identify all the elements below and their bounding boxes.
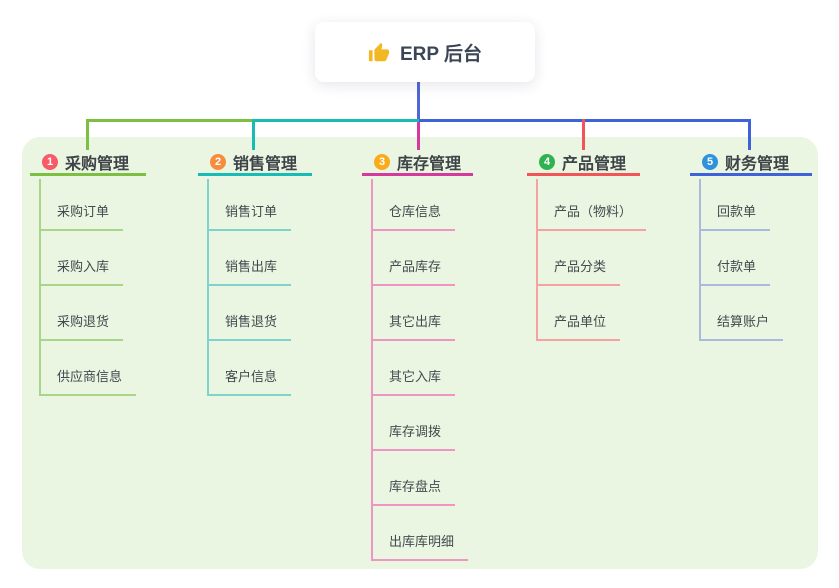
drop-edge-teal [252, 119, 255, 150]
branch-badge-5: 5 [702, 153, 718, 170]
drop-edge-red [582, 119, 585, 150]
mindmap-child-node[interactable]: 结算账户 [699, 313, 784, 341]
mindmap-child-node[interactable]: 采购退货 [39, 313, 124, 341]
mindmap-child-node[interactable]: 库存盘点 [371, 478, 456, 506]
branch-child-connector [207, 179, 209, 396]
mindmap-child-node[interactable]: 产品（物料） [536, 203, 647, 231]
branch-badge-1: 1 [42, 153, 58, 170]
drop-edge-blue [748, 119, 751, 150]
drop-edge-magenta [417, 122, 420, 150]
mindmap-child-node[interactable]: 销售退货 [207, 313, 292, 341]
mindmap-child-node[interactable]: 回款单 [699, 203, 771, 231]
drop-edge-green [86, 119, 89, 150]
branch-badge-4: 4 [539, 153, 555, 170]
branch-child-connector [536, 179, 538, 341]
root-connector-edge [417, 82, 420, 119]
mindmap-child-node[interactable]: 产品库存 [371, 258, 456, 286]
mindmap-child-node[interactable]: 采购订单 [39, 203, 124, 231]
bus-edge-green [86, 119, 254, 122]
branch-title: 销售管理 [233, 155, 298, 173]
branch-child-connector [699, 179, 701, 341]
root-node[interactable]: ERP 后台 [315, 22, 535, 82]
branch-badge-2: 2 [210, 153, 226, 170]
branch-child-connector [39, 179, 41, 396]
branch-header-inventory[interactable]: 3 库存管理 [362, 150, 473, 176]
mindmap-child-node[interactable]: 销售订单 [207, 203, 292, 231]
mindmap-child-node[interactable]: 客户信息 [207, 368, 292, 396]
mindmap-child-node[interactable]: 其它出库 [371, 313, 456, 341]
mindmap-child-node[interactable]: 出库库明细 [371, 533, 469, 561]
branch-title: 产品管理 [562, 155, 627, 173]
root-label: ERP 后台 [399, 43, 482, 65]
branch-header-purchase[interactable]: 1 采购管理 [30, 150, 146, 176]
branch-badge-3: 3 [374, 153, 390, 170]
mindmap-child-node[interactable]: 仓库信息 [371, 203, 456, 231]
branches-panel-background [22, 137, 818, 569]
mindmap-child-node[interactable]: 销售出库 [207, 258, 292, 286]
mindmap-child-node[interactable]: 产品分类 [536, 258, 621, 286]
bus-edge-blue [419, 119, 751, 122]
branch-title: 库存管理 [397, 155, 462, 173]
thumbs-up-icon [368, 42, 390, 62]
branch-title: 财务管理 [725, 155, 790, 173]
branch-child-connector [371, 179, 373, 561]
mindmap-child-node[interactable]: 采购入库 [39, 258, 124, 286]
branch-header-finance[interactable]: 5 财务管理 [690, 150, 812, 176]
mindmap-child-node[interactable]: 产品单位 [536, 313, 621, 341]
mindmap-child-node[interactable]: 其它入库 [371, 368, 456, 396]
mindmap-child-node[interactable]: 供应商信息 [39, 368, 137, 396]
mindmap-child-node[interactable]: 库存调拨 [371, 423, 456, 451]
mindmap-child-node[interactable]: 付款单 [699, 258, 771, 286]
bus-edge-teal [253, 119, 420, 122]
branch-header-product[interactable]: 4 产品管理 [527, 150, 640, 176]
branch-title: 采购管理 [65, 155, 130, 173]
branch-header-sales[interactable]: 2 销售管理 [198, 150, 312, 176]
